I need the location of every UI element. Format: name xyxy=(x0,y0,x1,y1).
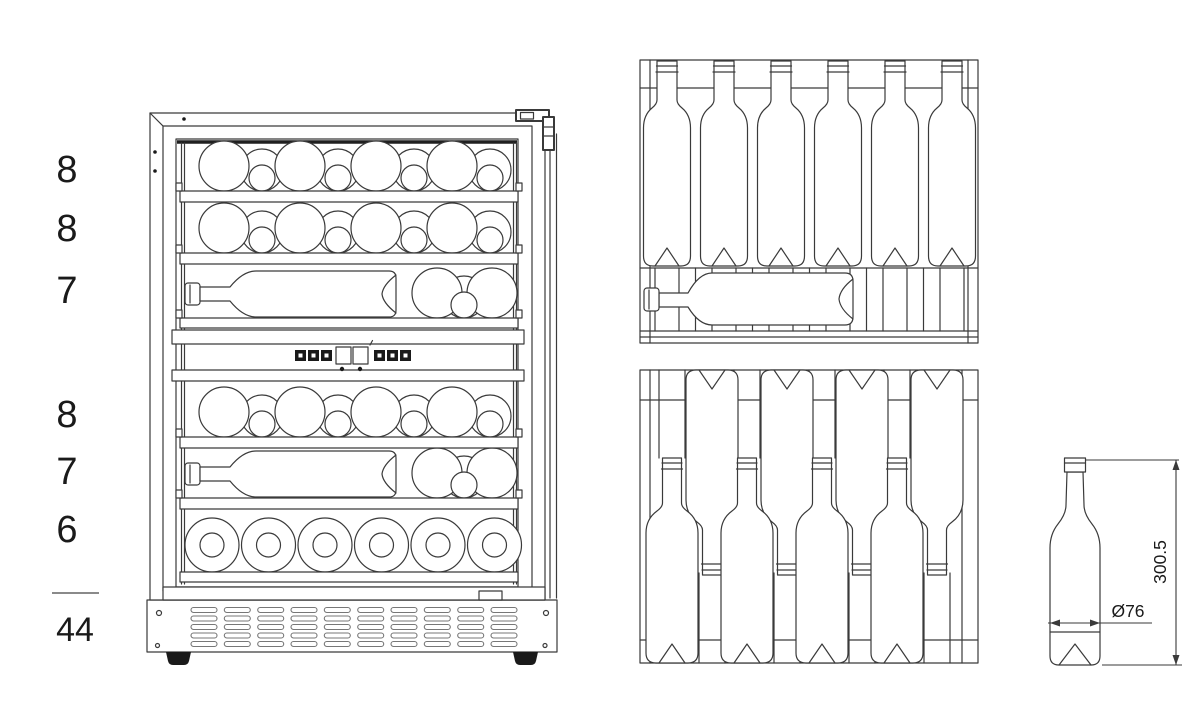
door-lock xyxy=(478,590,503,601)
shelf-1-capacity: 8 xyxy=(56,149,78,191)
ventilation-grille xyxy=(154,606,550,649)
sum-line xyxy=(52,592,99,594)
shelf-rails xyxy=(180,142,518,585)
shelf-6-bottles xyxy=(184,517,523,573)
shelf-top-view-alternating xyxy=(639,369,979,664)
door-hinge xyxy=(515,109,555,151)
shelf-top-view-upright xyxy=(639,59,979,344)
control-panel xyxy=(295,339,411,372)
lying-bottle xyxy=(643,272,854,326)
door-bottom-rail xyxy=(162,586,546,601)
height-dimension: 300.5 xyxy=(1086,459,1182,666)
left-foot xyxy=(166,652,191,665)
total-capacity: 44 xyxy=(56,611,94,649)
right-foot xyxy=(513,652,538,665)
wine-cabinet-front-view xyxy=(146,109,558,665)
reference-bottle xyxy=(1049,457,1101,666)
diameter-dimension: Ø76 xyxy=(1048,601,1152,627)
shelf-boards xyxy=(171,182,525,583)
height-label: 300.5 xyxy=(1150,540,1170,584)
shelf-2-capacity: 8 xyxy=(56,208,78,250)
cabinet-base xyxy=(146,599,558,653)
shelf-3-capacity: 7 xyxy=(56,270,78,312)
bottle-dimension-drawing: 300.5 Ø76 xyxy=(1048,457,1182,666)
shelf-6-capacity: 6 xyxy=(56,509,78,551)
shelf-4-capacity: 8 xyxy=(56,394,78,436)
display-upper-zone xyxy=(335,346,352,365)
diameter-label: Ø76 xyxy=(1111,601,1144,621)
shelf-5-capacity: 7 xyxy=(56,451,78,493)
display-lower-zone xyxy=(352,346,369,365)
